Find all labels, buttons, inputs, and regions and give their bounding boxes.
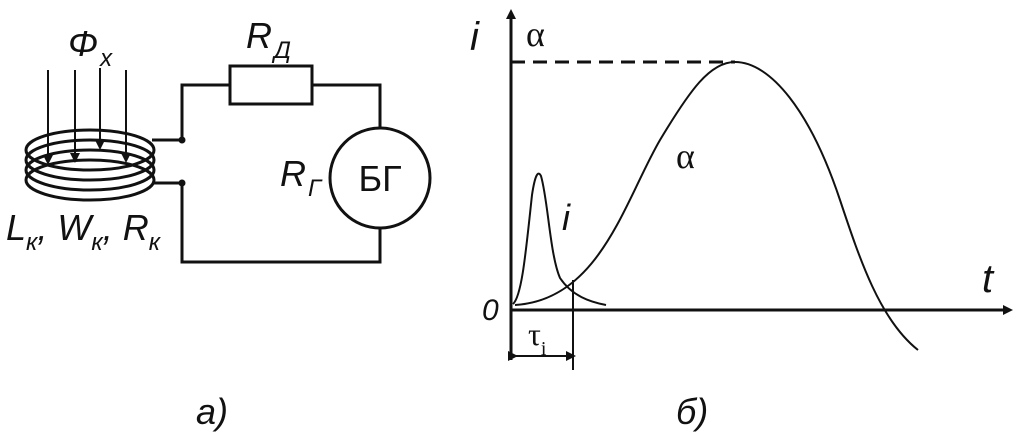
- caption-a: а): [196, 391, 228, 432]
- coil-parameters-label: Lк,Wк,Rк: [6, 207, 162, 256]
- caption-b: б): [676, 391, 708, 432]
- galvanometer: [328, 126, 432, 230]
- x-axis-label: t: [982, 257, 995, 301]
- resistor: [228, 64, 314, 106]
- current-pulse-curve: [512, 172, 607, 306]
- alpha-axis-label: α: [526, 14, 545, 54]
- coil: [24, 128, 156, 202]
- flux-label: Φx: [68, 23, 113, 72]
- galvanometer-resistance-label: RГ: [280, 153, 323, 202]
- flux-arrows: [43, 68, 131, 165]
- galvanometer-label: БГ: [358, 158, 401, 199]
- alpha-curve-label: α: [676, 136, 695, 176]
- coil-leads: [152, 136, 186, 187]
- current-curve-label: i: [562, 197, 571, 238]
- tau-label: τi: [528, 316, 547, 360]
- y-axis-label: i: [470, 15, 480, 59]
- graph: i α t 0 i α τi б): [470, 9, 1013, 432]
- resistor-label: RД: [246, 15, 291, 64]
- origin-label: 0: [482, 294, 499, 327]
- alpha-curve: [514, 60, 919, 351]
- circuit-diagram: БГ Φx RД RГ Lк,Wк,Rк а): [6, 15, 432, 432]
- circuit-wires: [180, 83, 382, 264]
